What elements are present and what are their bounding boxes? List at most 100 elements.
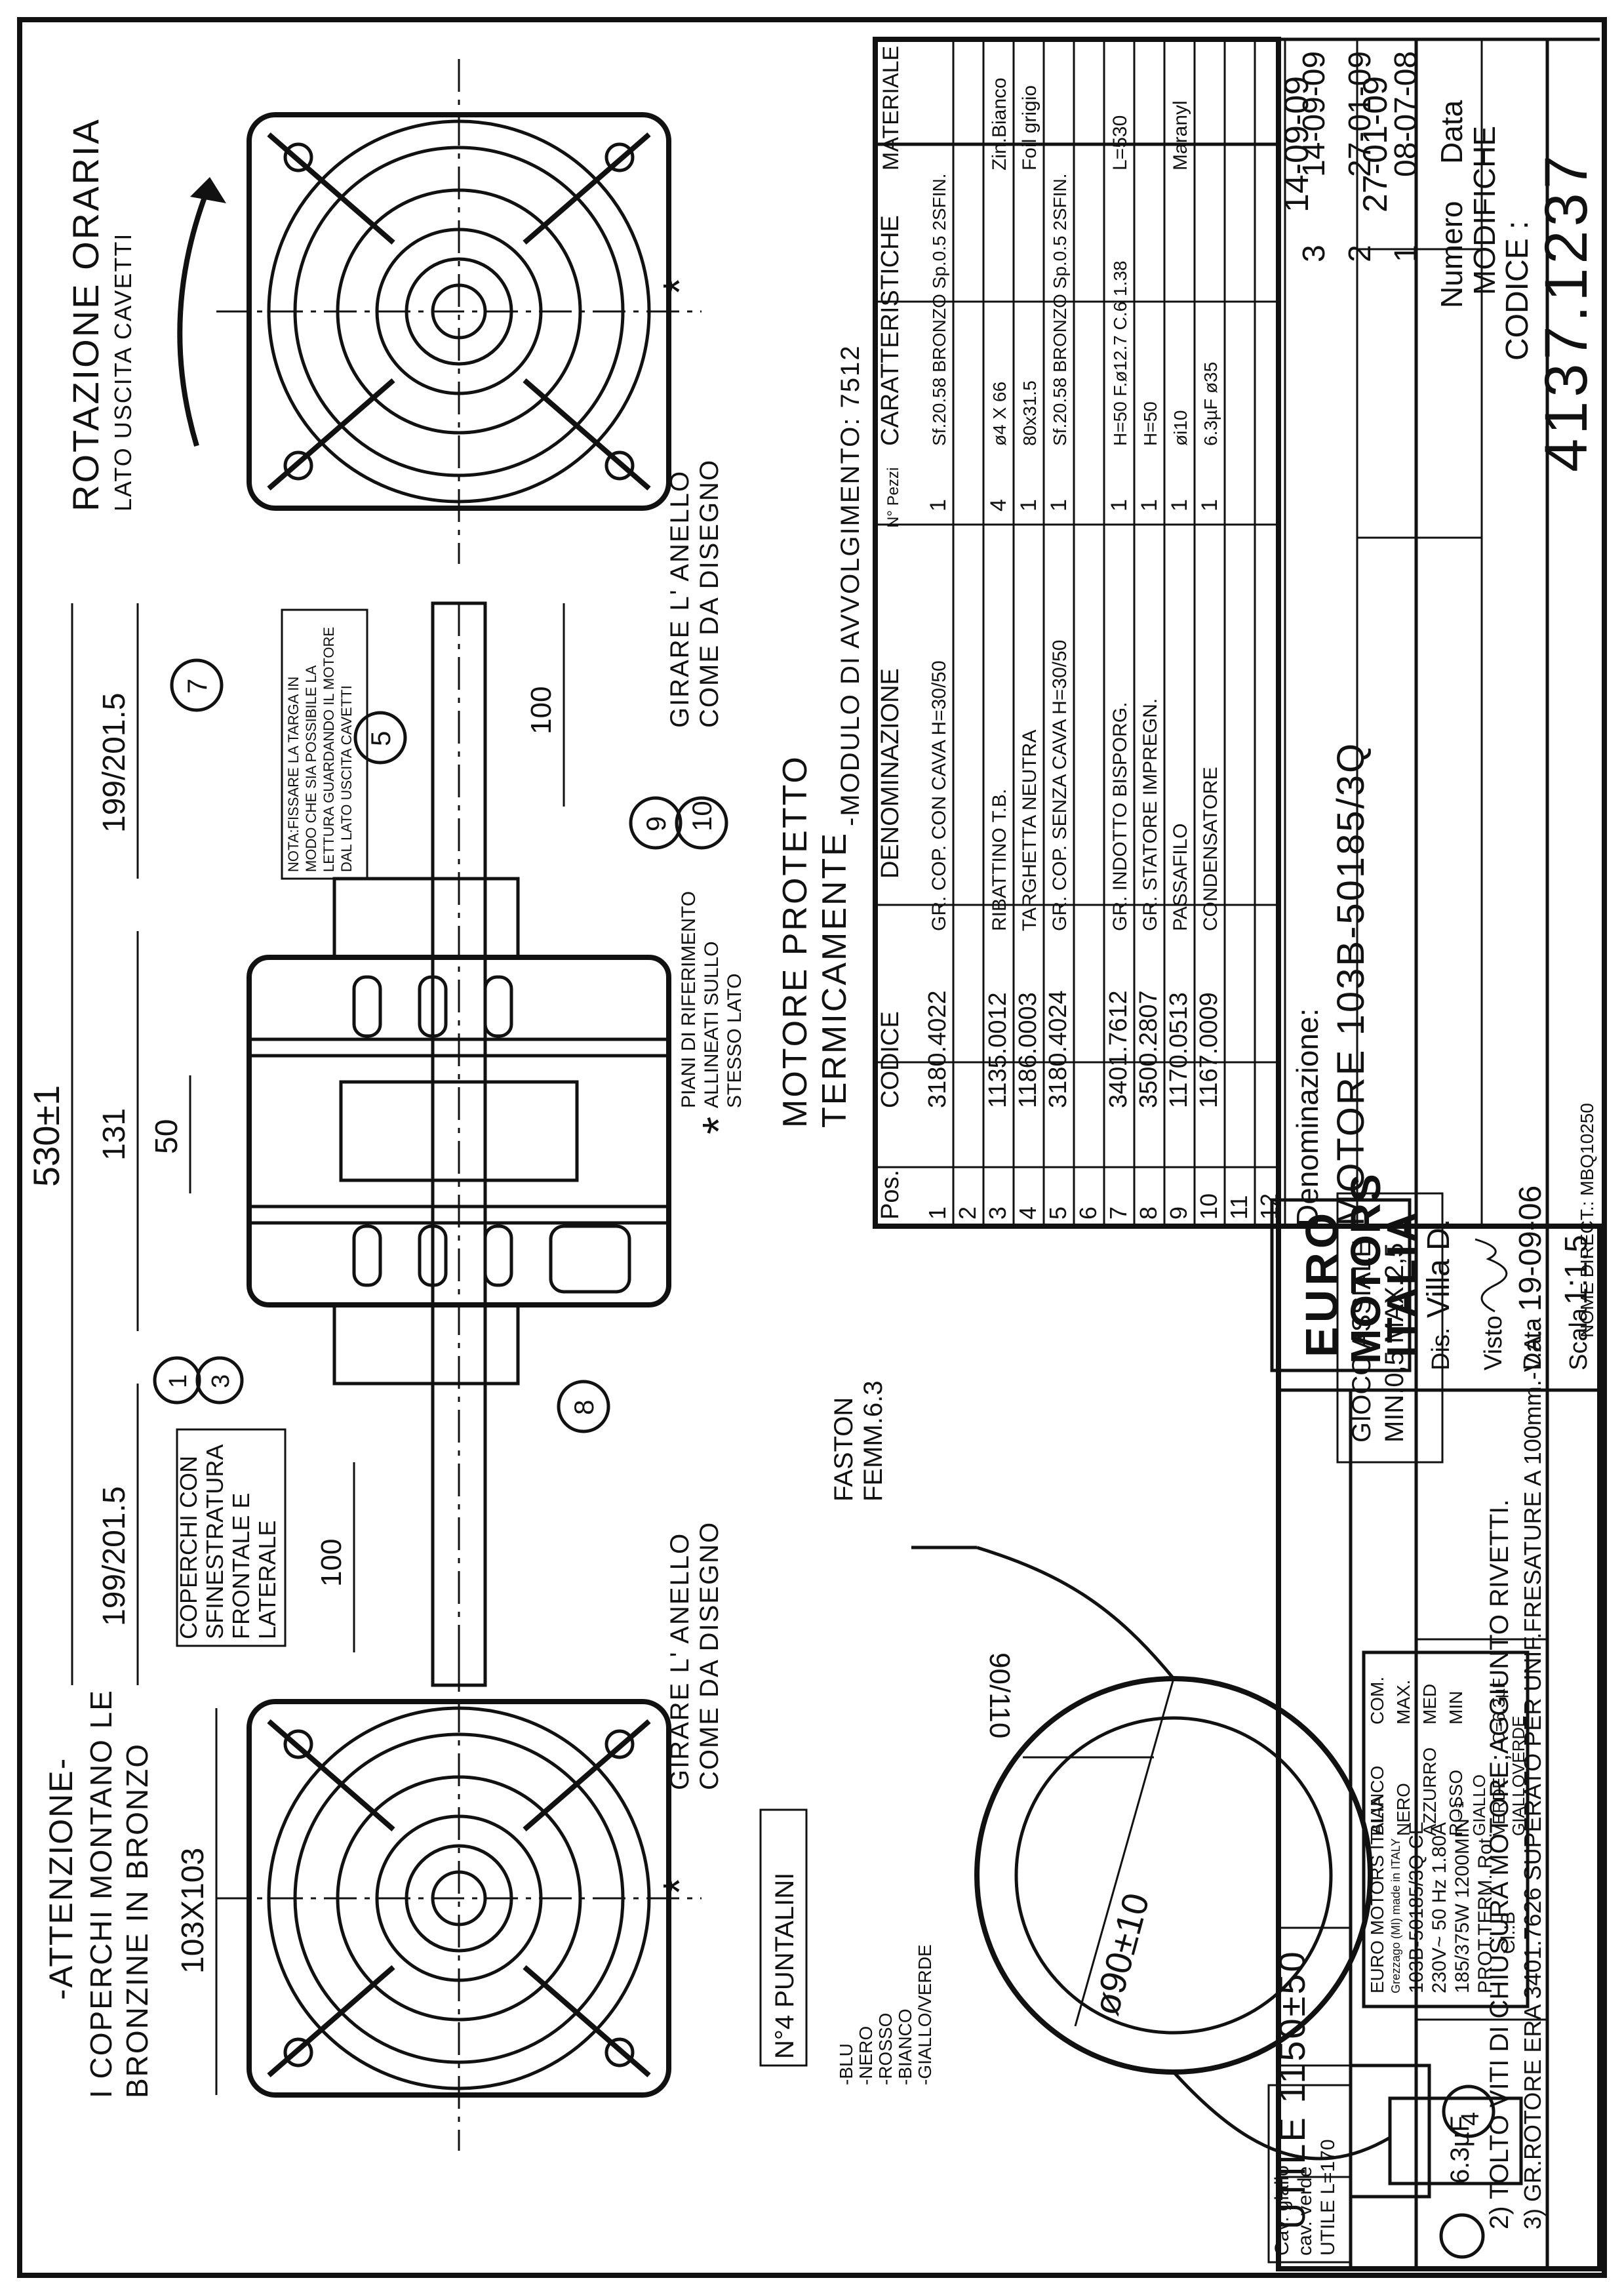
svg-text:7: 7 [182,679,212,694]
bom-cell-codice: 3500.2807 [1135,990,1162,1108]
bom-cell-den: GR. STATORE IMPREGN. [1139,698,1161,931]
protection-title-2: TERMICAMENTE [816,831,854,1128]
bom-cell-codice: 1170.0513 [1165,992,1193,1108]
faston-2: FEMM.6.3 [859,1381,888,1502]
bom-cell-den: CONDENSATORE [1200,767,1221,931]
bom-cell-pos: 2 [954,1207,981,1220]
modifiche-title: MODIFICHE [1467,126,1501,295]
rotazione-2: LATO USCITA CAVETTI [109,233,136,511]
rotazione-1: ROTAZIONE ORARIA [65,117,106,511]
mod-header-numero: Numero [1435,201,1469,308]
bom-cell-car: 80x31.5 [1020,380,1040,446]
bom-cell-codice: 1167.0009 [1195,992,1223,1108]
dim-shaft-left: 199/201.5 [97,1486,132,1626]
bom-cell-pos: 6 [1075,1207,1101,1220]
np-conn-1: NERO [1393,1783,1414,1836]
nameplate-line-6: PROT.TERM. Rot. [1475,1833,1496,1993]
data-value: 19-09-06 [1513,1186,1548,1311]
np-conn-2: AZZURRO [1419,1747,1440,1836]
np-conn-1-func: MAX. [1393,1680,1414,1725]
bom-cell-car: ø4 X 66 [989,382,1010,446]
bom-cell-pezzi: 1 [1197,499,1222,511]
rotation-arrow [177,182,212,447]
np-conn-3: ROSSO [1446,1770,1466,1836]
targa-4: DAL LATO USCITA CAVETTI [338,685,355,872]
bom-cell-pezzi: 1 [1107,499,1132,511]
bom-cell-codice: 3401.7612 [1105,990,1132,1108]
mod-num-1: 1 [1389,245,1423,262]
cable-loop [911,1546,1523,2259]
bom-cell-pos: 7 [1105,1207,1132,1220]
svg-text:8: 8 [568,1400,599,1415]
wire-color-1: -NERO [856,2026,876,2085]
bom-cell-pezzi: 4 [986,499,1011,511]
bom-cell-pos: 3 [984,1207,1011,1220]
bom-cell-codice: 3180.4024 [1044,990,1072,1108]
bom-h-car: CARATTERISTICHE [877,215,904,446]
balloon-7: 8 [557,1380,610,1433]
bom-row: 6 [1075,1207,1101,1220]
coperchi-note [176,1428,287,1647]
bom-cell-pos: 9 [1165,1207,1192,1220]
balloon-5: 7 [170,658,224,712]
puntalini: N°4 PUNTALINI [770,1873,799,2059]
girare-1-a: GIRARE L' ANELLO [665,470,694,728]
scala-label: Scala [1565,1307,1593,1370]
denominazione-value: MOTORE 103B-50185/3Q [1330,742,1372,1226]
nameplate-line-2: Grezzago (MI) made in ITALY [1389,1839,1402,1993]
denominazione-label: Denominazione: [1290,1008,1324,1226]
dimensions [71,603,565,2095]
nameplate-line-3: 103B-50185/3Q CE [1406,1822,1427,1993]
np-cap-2: GIALLOVERDE [1509,1715,1528,1836]
dis-value: Villa D. [1421,1219,1456,1318]
star-marker-bottom: * [654,1877,705,1895]
balloon-9: 10 [675,796,728,850]
wire-color-0: -BLU [836,2043,856,2085]
nameplate-line-5: 185/375W 1200MIN⁻¹ [1452,1801,1473,1993]
nome-direct: NOME DIRECT.: MBQ10250 [1577,1103,1597,1338]
np-cap-value: C=6.3µF [1489,1678,1509,1744]
bom-cell-pezzi: 1 [1016,499,1041,511]
bom-h-codice: CODICE [877,1011,904,1108]
wire-color-3: -BIANCO [895,2008,915,2085]
star-marker-top: * [654,277,705,295]
bom-cell-pos: 4 [1014,1207,1041,1220]
bom-h-pos: Pos. [877,1170,904,1220]
bom-cell-car: øi10 [1170,410,1191,446]
bom-cell-den: GR. INDOTTO BISPORG. [1109,702,1131,931]
bom-cell-pos: 1 [924,1207,951,1220]
bom-row: 2 [954,1207,981,1220]
gioco-note [1336,1192,1444,1464]
np-cap-1: VERDE [1489,1777,1509,1836]
faston-1: FASTON [829,1397,858,1502]
wire-color-4: -GIALLO/VERDE [915,1944,935,2085]
gioco-1: GIOCO ASSIALE [1347,1240,1376,1443]
bom-cell-pezzi: 1 [1167,499,1192,511]
bom-cell-den: RIBATTINO T.B. [989,789,1010,931]
sheet-border [17,17,1607,2278]
mod-num-2: 2 [1343,245,1377,262]
puntalini-note [759,1808,808,2067]
coperchi-2: SFINESTRATURA [201,1445,228,1639]
motor-end-view-bottom [216,1646,702,2151]
dim-flat-left: 100 [315,1539,347,1587]
bom-cell-pos: 11 [1225,1195,1252,1220]
dis-label: Dis. [1427,1328,1455,1370]
data-label: Data [1519,1317,1547,1370]
targa-1: NOTA:FISSARE LA TARGA IN [285,677,302,872]
codice-value: 4137.1237 [1533,151,1600,472]
bom-cell-codice: 1186.0003 [1014,992,1042,1108]
svg-text:4: 4 [1457,2112,1484,2126]
signature [1475,1238,1508,1313]
bom-cell-pezzi: 1 [926,499,951,511]
np-conn-3-func: MIN [1446,1691,1466,1725]
logo-line-2: MOTORS [1342,1172,1389,1364]
girare-2-a: GIRARE L' ANELLO [665,1532,694,1790]
coperchi-1: COPERCHI CON [175,1456,202,1639]
